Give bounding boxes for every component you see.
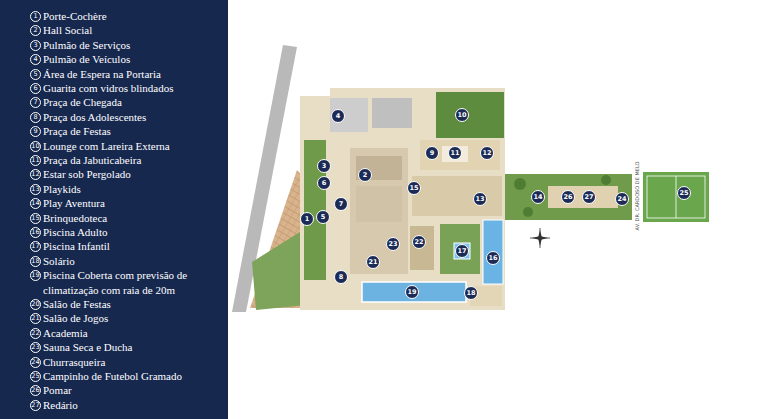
callout-number: 1 <box>300 212 314 226</box>
callout-number: 11 <box>448 146 462 160</box>
legend-number: 10 <box>30 141 41 152</box>
pergola <box>442 146 468 162</box>
callout-number: 17 <box>455 244 469 258</box>
legend-text: Pulmão de Serviços <box>43 38 215 52</box>
callout-number: 24 <box>615 192 629 206</box>
callout-number: 16 <box>486 251 500 265</box>
party-square <box>420 140 500 170</box>
callout-number: 26 <box>561 190 575 204</box>
tree <box>523 207 533 217</box>
field-lines <box>647 176 705 218</box>
callout-number: 19 <box>405 285 419 299</box>
legend-text: Salão de Jogos <box>43 311 215 325</box>
tower-core <box>350 148 408 274</box>
callout-number: 12 <box>480 146 494 160</box>
legend-number: 6 <box>30 83 41 94</box>
legend-text: Salão de Festas <box>43 297 215 311</box>
legend-number: 24 <box>30 357 41 368</box>
pool-garden <box>440 224 480 274</box>
legend-text: Lounge com Lareira Externa <box>43 139 215 153</box>
field-lines <box>676 176 677 218</box>
covered-pool <box>362 282 466 302</box>
legend-text: Playkids <box>43 182 215 196</box>
legend-number: 20 <box>30 299 41 310</box>
callout-number: 18 <box>464 286 478 300</box>
callout-number: 21 <box>366 255 380 269</box>
legend-number: 3 <box>30 40 41 51</box>
north-arrow <box>530 228 550 248</box>
callout-number: 27 <box>582 190 596 204</box>
garden <box>436 92 504 138</box>
lawn <box>252 232 306 310</box>
legend-text: Estar sob Pergolado <box>43 167 215 181</box>
legend-text: Churrasqueira <box>43 355 215 369</box>
callout-number: 2 <box>358 168 372 182</box>
vehicle-area <box>330 98 368 132</box>
legend-text: Solário <box>43 254 215 268</box>
legend-text: Pulmão de Veículos <box>43 52 215 66</box>
callout-number: 25 <box>677 186 691 200</box>
legend-text: Praça de Festas <box>43 124 215 138</box>
legend-text: Play Aventura <box>43 196 215 210</box>
callout-number: 23 <box>386 237 400 251</box>
legend-text: Sauna Seca e Ducha <box>43 340 215 354</box>
callout-number: 10 <box>455 108 469 122</box>
legend-number: 16 <box>30 227 41 238</box>
callout-number: 22 <box>412 235 426 249</box>
service-building <box>372 98 412 128</box>
adult-pool <box>483 220 503 284</box>
lot-ground <box>300 88 505 310</box>
legend-number: 11 <box>30 155 41 166</box>
callout-number: 9 <box>425 146 439 160</box>
extension-path <box>548 186 618 208</box>
legend-number: 15 <box>30 213 41 224</box>
legend-text: Piscina Infantil <box>43 239 215 253</box>
callout-number: 15 <box>407 181 421 195</box>
legend-text: Praça de Chegada <box>43 95 215 109</box>
gym <box>410 226 434 270</box>
legend-text: Área de Espera na Portaria <box>43 67 215 81</box>
callout-number: 5 <box>316 210 330 224</box>
legend-text: Piscina Adulto <box>43 225 215 239</box>
legend-text: Porte-Cochère <box>43 9 215 23</box>
legend-text: Piscina Coberta com previsão de climatiz… <box>43 268 215 297</box>
legend-number: 25 <box>30 371 41 382</box>
street-name: AV. DR. CARDOSO DE MELO <box>634 162 640 231</box>
soccer-field <box>643 172 709 222</box>
callout-number: 6 <box>317 176 331 190</box>
legend-number: 13 <box>30 184 41 195</box>
legend-text: Praça da Jabuticabeira <box>43 153 215 167</box>
legend-text: Guarita com vidros blindados <box>43 81 215 95</box>
legend-number: 1 <box>30 11 41 22</box>
callout-number: 13 <box>473 192 487 206</box>
extension-garden <box>505 174 632 220</box>
legend-number: 27 <box>30 400 41 411</box>
legend-text: Campinho de Futebol Gramado <box>43 369 215 383</box>
callout-number: 4 <box>331 109 345 123</box>
legend-number: 8 <box>30 112 41 123</box>
legend-text: Academia <box>43 326 215 340</box>
legend-text: Praça dos Adolescentes <box>43 110 215 124</box>
callout-number: 14 <box>531 190 545 204</box>
legend-text: Hall Social <box>43 23 215 37</box>
legend-text: Redário <box>43 398 215 412</box>
callout-number: 3 <box>317 159 331 173</box>
tree <box>601 175 611 185</box>
legend-number: 18 <box>30 256 41 267</box>
kids-pool <box>454 243 470 259</box>
legend-number: 22 <box>30 328 41 339</box>
callout-number: 8 <box>334 270 348 284</box>
callout-number: 7 <box>334 197 348 211</box>
play-area <box>412 176 502 216</box>
terrace <box>356 186 402 222</box>
legend-text: Brinquedoteca <box>43 211 215 225</box>
legend-text: Pomar <box>43 383 215 397</box>
legend-number: 5 <box>30 69 41 80</box>
tree <box>514 178 526 190</box>
